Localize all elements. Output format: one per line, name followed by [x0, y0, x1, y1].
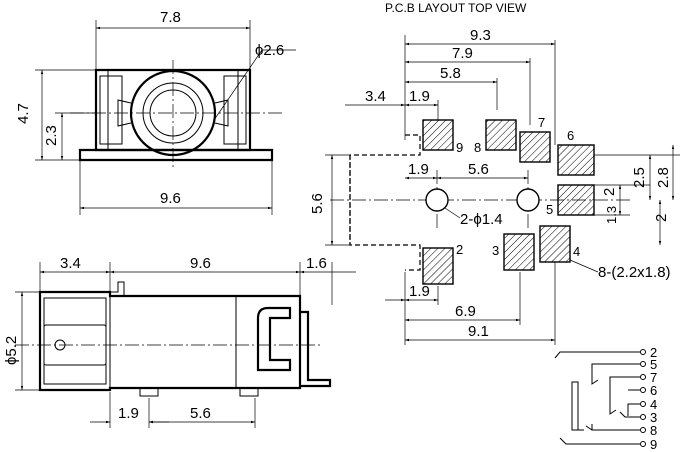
schematic-pin-5: 5 [650, 357, 657, 372]
terminal-5 [640, 361, 646, 367]
pcb-dim-1-9-top: 1.9 [409, 88, 430, 105]
pad-6 [557, 144, 595, 176]
pcb-title: P.C.B LAYOUT TOP VIEW [385, 1, 527, 15]
pcb-dim-2-a: 2 [601, 188, 618, 196]
pin-schematic: 2 5 7 6 4 3 8 9 [554, 345, 657, 452]
pcb-dim-2-5: 2.5 [631, 167, 648, 188]
pad-number-4: 4 [573, 244, 580, 259]
pcb-hole-label: 2-ϕ1.4 [460, 211, 503, 228]
schematic-pin-9: 9 [650, 437, 657, 452]
schematic-pin-8: 8 [650, 423, 657, 438]
pad-number-7: 7 [538, 115, 545, 130]
pcb-dim-3-4: 3.4 [365, 88, 386, 105]
side-dim-mid-label: 9.6 [190, 255, 211, 272]
pad-number-5: 5 [546, 202, 553, 217]
pad-number-3: 3 [492, 243, 499, 258]
schematic-pin-7: 7 [650, 370, 657, 385]
terminal-2 [640, 349, 646, 355]
hole-left [425, 188, 449, 212]
pad-5 [557, 184, 595, 216]
terminal-9 [640, 441, 646, 447]
pcb-dim-1-9-mid: 1.9 [408, 161, 429, 178]
pcb-dim-6-9: 6.9 [455, 303, 476, 320]
pad-number-6: 6 [567, 128, 574, 143]
pcb-height-5-6: 5.6 [309, 193, 326, 214]
side-dia-label: ϕ5.2 [3, 336, 20, 365]
pcb-dim-2-8: 2.8 [655, 167, 672, 188]
terminal-8 [640, 427, 646, 433]
pad-number-2: 2 [456, 242, 463, 257]
pcb-dim-1-9-bottom: 1.9 [409, 283, 430, 300]
front-hole-dia-label: ϕ2.6 [255, 42, 284, 59]
pcb-dim-5-8: 5.8 [440, 65, 461, 82]
pad-4 [539, 225, 571, 263]
pad-8 [485, 119, 517, 151]
pcb-dim-7-9: 7.9 [452, 45, 473, 62]
side-view: 3.4 9.6 1.6 ϕ5.2 1.9 5.6 [3, 255, 356, 428]
pad-3 [503, 233, 535, 271]
terminal-6 [640, 387, 646, 393]
schematic-pin-6: 6 [650, 383, 657, 398]
side-pin-offset-label: 1.9 [118, 405, 139, 422]
terminal-7 [640, 374, 646, 380]
schematic-pin-3: 3 [650, 410, 657, 425]
pad-number-9: 9 [456, 140, 463, 155]
pcb-dim-9-1: 9.1 [468, 323, 489, 340]
pcb-dim-9-3: 9.3 [470, 27, 491, 44]
front-width-top-label: 7.8 [160, 9, 181, 26]
schematic-pin-4: 4 [650, 397, 657, 412]
side-pin-spacing-label: 5.6 [190, 405, 211, 422]
pad-9 [422, 119, 454, 151]
pcb-dim-1-3: 1.3 [604, 206, 619, 224]
front-height-center-label: 2.3 [43, 125, 60, 146]
hole-right [516, 188, 540, 212]
pcb-layout: P.C.B LAYOUT TOP VIEW 9.3 7.9 5.8 3.4 1.… [309, 1, 680, 345]
front-height-total-label: 4.7 [15, 103, 32, 124]
pcb-dim-5-6-mid: 5.6 [468, 161, 489, 178]
front-view: 7.8 ϕ2.6 4.7 2.3 9.6 [15, 9, 296, 215]
front-width-bottom-label: 9.6 [160, 190, 181, 207]
pcb-dim-2-b: 2 [653, 214, 670, 222]
side-dim-left-label: 3.4 [60, 255, 81, 272]
pad-7 [519, 131, 551, 163]
terminal-4 [640, 401, 646, 407]
side-dim-right-label: 1.6 [306, 255, 327, 272]
pcb-pad-size-label: 8-(2.2x1.8) [598, 264, 671, 281]
pad-2 [422, 247, 454, 285]
schematic-pin-2: 2 [650, 345, 657, 360]
pad-number-8: 8 [474, 140, 481, 155]
terminal-3 [640, 414, 646, 420]
